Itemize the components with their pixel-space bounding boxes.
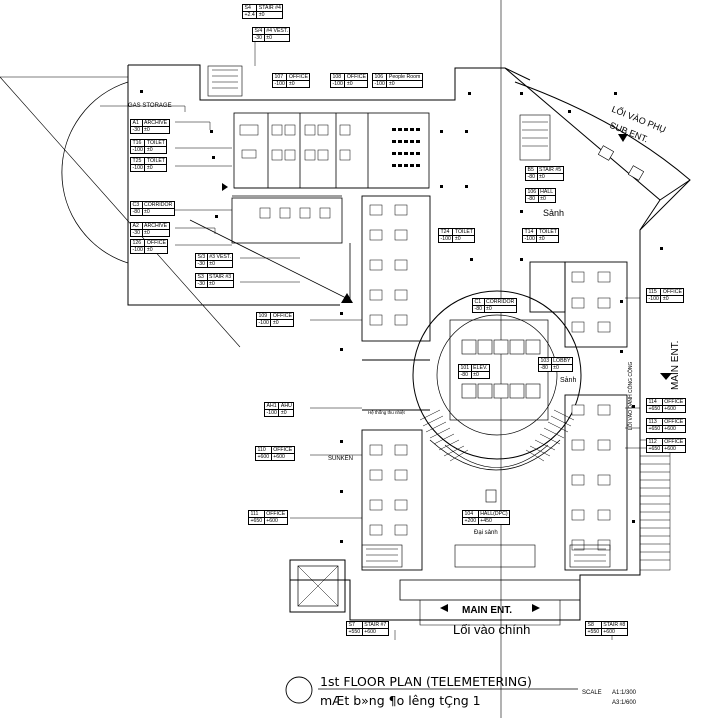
right-column-offices <box>529 261 628 571</box>
main-entrance-canopy <box>399 489 581 626</box>
structural-columns <box>140 90 663 543</box>
left-column-offices <box>361 195 431 571</box>
building-outline <box>61 64 691 621</box>
title-block <box>285 676 578 704</box>
left-column-desks <box>369 204 408 536</box>
people-room-seating <box>392 128 420 167</box>
left-office-furniture <box>239 124 351 219</box>
sub-entrance-doors <box>597 145 645 181</box>
entry-arrows <box>222 134 672 612</box>
stair-blocks <box>207 65 611 568</box>
elevator-shaft-box <box>289 559 346 613</box>
central-atrium <box>412 290 582 471</box>
reference-lines <box>0 0 502 718</box>
elevator-grid <box>461 339 541 399</box>
